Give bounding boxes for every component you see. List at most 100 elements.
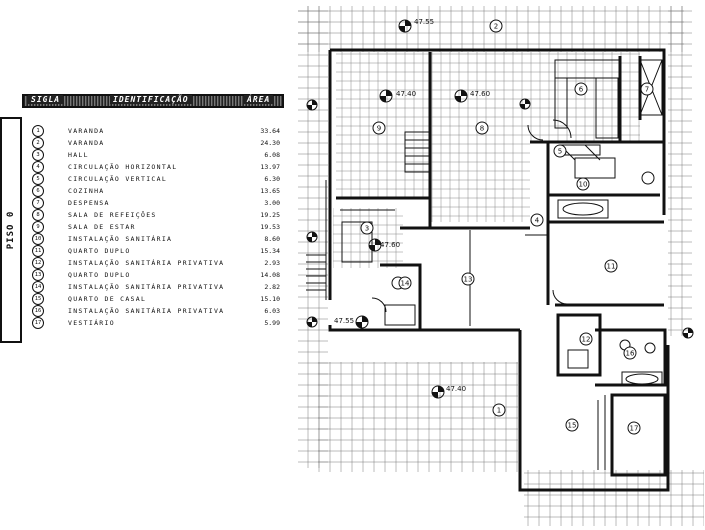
legend-row: 14 INSTALAÇÃO SANITÁRIA PRIVATIVA 2.82 [22, 281, 284, 293]
room-label: 6 [574, 82, 588, 96]
legend-identificacao: VARANDA [68, 139, 105, 147]
legend-identificacao: INSTALAÇÃO SANITÁRIA [68, 235, 173, 243]
svg-text:2: 2 [494, 23, 498, 31]
legend-sigla: 15 [32, 293, 44, 305]
legend-area: 19.25 [260, 211, 280, 219]
interior-tiling [333, 52, 640, 268]
legend-sigla: 1 [32, 125, 44, 137]
legend-area: 5.99 [264, 319, 280, 327]
room-label: 10 [576, 177, 590, 191]
room-label: 3 [360, 221, 374, 235]
level-marker-icon [355, 315, 369, 329]
room-label: 16 [623, 346, 637, 360]
legend-identificacao: CIRCULAÇÃO VERTICAL [68, 175, 168, 183]
level-bottom: 47.40 [446, 385, 466, 393]
legend-row: 17 VESTIÁRIO 5.99 [22, 317, 284, 329]
legend-identificacao: SALA DE REFEIÇÕES [68, 211, 157, 219]
legend-sigla: 14 [32, 281, 44, 293]
legend-sigla: 13 [32, 269, 44, 281]
legend-sigla: 12 [32, 257, 44, 269]
legend-row: 2 VARANDA 24.30 [22, 137, 284, 149]
legend-row: 8 SALA DE REFEIÇÕES 19.25 [22, 209, 284, 221]
legend-sigla: 5 [32, 173, 44, 185]
legend-sigla: 7 [32, 197, 44, 209]
room-label: 11 [604, 259, 618, 273]
legend-area: 13.65 [260, 187, 280, 195]
svg-text:6: 6 [579, 86, 584, 94]
svg-text:3: 3 [365, 225, 369, 233]
fixtures [340, 59, 663, 470]
legend-identificacao: CIRCULAÇÃO HORIZONTAL [68, 163, 178, 171]
header-identificacao: IDENTIFICAÇÃO [110, 95, 192, 104]
legend-row: 12 INSTALAÇÃO SANITÁRIA PRIVATIVA 2.93 [22, 257, 284, 269]
exterior-stairs [306, 180, 327, 300]
legend-identificacao: INSTALAÇÃO SANITÁRIA PRIVATIVA [68, 307, 225, 315]
svg-text:11: 11 [607, 263, 616, 271]
legend-sigla: 8 [32, 209, 44, 221]
level-marker-icon [454, 89, 468, 103]
legend-area: 15.34 [260, 247, 280, 255]
room-label: 7 [640, 82, 654, 96]
room-label: 17 [627, 421, 641, 435]
svg-text:10: 10 [579, 181, 588, 189]
legend-row: 3 HALL 6.08 [22, 149, 284, 161]
legend-area: 24.30 [260, 139, 280, 147]
room-label: 4 [530, 213, 544, 227]
legend-row: 13 QUARTO DUPLO 14.08 [22, 269, 284, 281]
svg-text:4: 4 [535, 217, 540, 225]
legend-area: 2.82 [264, 283, 280, 291]
legend-identificacao: VARANDA [68, 127, 105, 135]
legend-area: 2.93 [264, 259, 280, 267]
level-lower-left: 47.55 [334, 317, 354, 325]
level-top: 47.55 [414, 18, 434, 26]
header-area: ÁREA [244, 95, 274, 104]
legend-area: 6.03 [264, 307, 280, 315]
legend-identificacao: VESTIÁRIO [68, 319, 115, 327]
level-marker-icon [379, 89, 393, 103]
svg-text:15: 15 [568, 422, 577, 430]
legend-sigla: 10 [32, 233, 44, 245]
legend-sigla: 9 [32, 221, 44, 233]
legend-sigla: 3 [32, 149, 44, 161]
level-hall: 47.60 [380, 241, 400, 249]
legend-area: 33.64 [260, 127, 280, 135]
legend-identificacao: QUARTO DUPLO [68, 271, 131, 279]
room-label: 13 [461, 272, 475, 286]
svg-text:9: 9 [377, 125, 381, 133]
level-kitchen-left: 47.40 [396, 90, 416, 98]
level-marker-icon [306, 231, 318, 243]
legend-identificacao: INSTALAÇÃO SANITÁRIA PRIVATIVA [68, 283, 225, 291]
level-marker-icon [306, 316, 318, 328]
legend-area: 13.97 [260, 163, 280, 171]
svg-text:13: 13 [464, 276, 473, 284]
legend-row: 1 VARANDA 33.64 [22, 125, 284, 137]
svg-text:17: 17 [630, 425, 639, 433]
svg-text:7: 7 [645, 86, 649, 94]
legend-area: 14.08 [260, 271, 280, 279]
level-marker-icon [368, 238, 382, 252]
level-marker-icon [682, 327, 694, 339]
legend-identificacao: INSTALAÇÃO SANITÁRIA PRIVATIVA [68, 259, 225, 267]
room-label: 15 [565, 418, 579, 432]
level-marker-icon [519, 98, 531, 110]
legend-sigla: 17 [32, 317, 44, 329]
legend-identificacao: QUARTO DE CASAL [68, 295, 147, 303]
legend-area: 6.08 [264, 151, 280, 159]
svg-text:12: 12 [582, 336, 591, 344]
floor-label-sidebar: PISO 0 [0, 117, 22, 343]
legend-identificacao: HALL [68, 151, 89, 159]
legend-sigla: 6 [32, 185, 44, 197]
legend-area: 6.30 [264, 175, 280, 183]
legend-row: 5 CIRCULAÇÃO VERTICAL 6.30 [22, 173, 284, 185]
room-label: 1 [492, 403, 506, 417]
legend-header: SIGLA IDENTIFICAÇÃO ÁREA [22, 94, 284, 108]
legend-sigla: 2 [32, 137, 44, 149]
